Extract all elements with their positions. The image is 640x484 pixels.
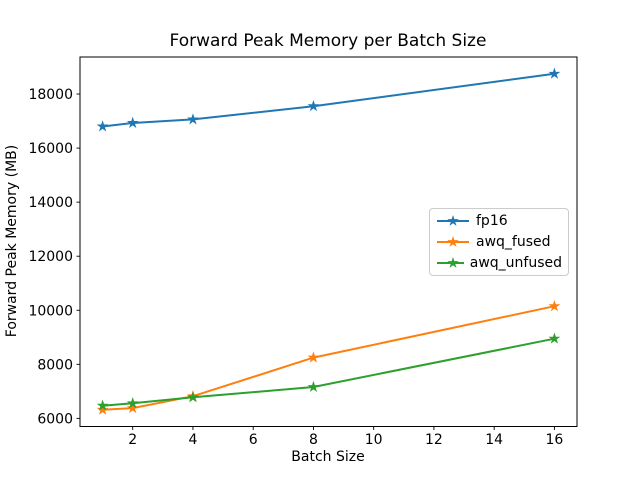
data-point-marker-awq_unfused <box>96 399 109 411</box>
data-point-marker-awq_unfused <box>187 391 199 403</box>
x-tick-label: 8 <box>309 432 318 448</box>
plot-content: 2 4 6 8 10 12 14 16 6000 8000 10000 12000 14000 16000… <box>28 67 563 448</box>
x-tick-label: 12 <box>425 432 443 448</box>
data-point-marker-awq_fused <box>548 300 561 312</box>
data-point-marker-awq_fused <box>126 401 139 414</box>
data-point-marker-fp16 <box>126 116 139 128</box>
data-point-marker-fp16 <box>96 120 109 132</box>
legend-label: awq_unfused <box>469 254 562 271</box>
x-tick-label: 14 <box>485 432 503 448</box>
y-tick-label: 14000 <box>28 195 73 211</box>
legend-label: awq_fused <box>476 233 551 250</box>
legend-item-awq-fused: awq_fused <box>436 232 562 252</box>
chart-title: Forward Peak Memory per Batch Size <box>170 31 487 51</box>
y-axis-label: Forward Peak Memory (MB) <box>4 145 20 337</box>
data-point-marker-fp16 <box>187 113 199 125</box>
data-point-marker-awq_unfused <box>548 332 561 344</box>
data-point-marker-awq_fused <box>96 403 109 415</box>
data-point-marker-awq_unfused <box>307 380 320 393</box>
x-tick-label: 16 <box>545 432 563 448</box>
x-tick-label: 4 <box>188 432 197 448</box>
x-tick-label: 2 <box>128 432 137 448</box>
x-tick-label: 10 <box>365 432 383 448</box>
legend-swatch-line-star-icon <box>437 215 469 227</box>
series-line-awq_unfused <box>101 337 556 407</box>
legend-swatch-line-star-icon <box>437 256 464 268</box>
legend-swatch-line-star-icon <box>437 235 469 247</box>
x-axis-label: Batch Size <box>291 449 364 465</box>
legend-item-awq-unfused: awq_unfused <box>436 253 562 273</box>
y-tick-label: 8000 <box>37 357 73 373</box>
data-point-marker-awq_unfused <box>126 397 139 409</box>
x-tick-label: 6 <box>249 432 258 448</box>
y-tick-label: 12000 <box>28 249 73 265</box>
y-tick-label: 18000 <box>28 87 73 103</box>
plot-border <box>79 56 578 427</box>
y-tick-label: 16000 <box>28 141 73 157</box>
legend-label: fp16 <box>476 213 508 230</box>
legend: fp16 awq_fused awq_unfused <box>429 208 569 276</box>
series-line-fp16 <box>101 72 556 128</box>
series-line-awq_fused <box>101 305 556 411</box>
data-point-marker-fp16 <box>548 67 561 79</box>
y-tick-label: 6000 <box>37 411 73 427</box>
data-point-marker-fp16 <box>307 99 320 112</box>
data-point-marker-awq_fused <box>307 351 320 363</box>
legend-item-fp16: fp16 <box>436 211 562 231</box>
y-tick-label: 10000 <box>28 303 73 319</box>
